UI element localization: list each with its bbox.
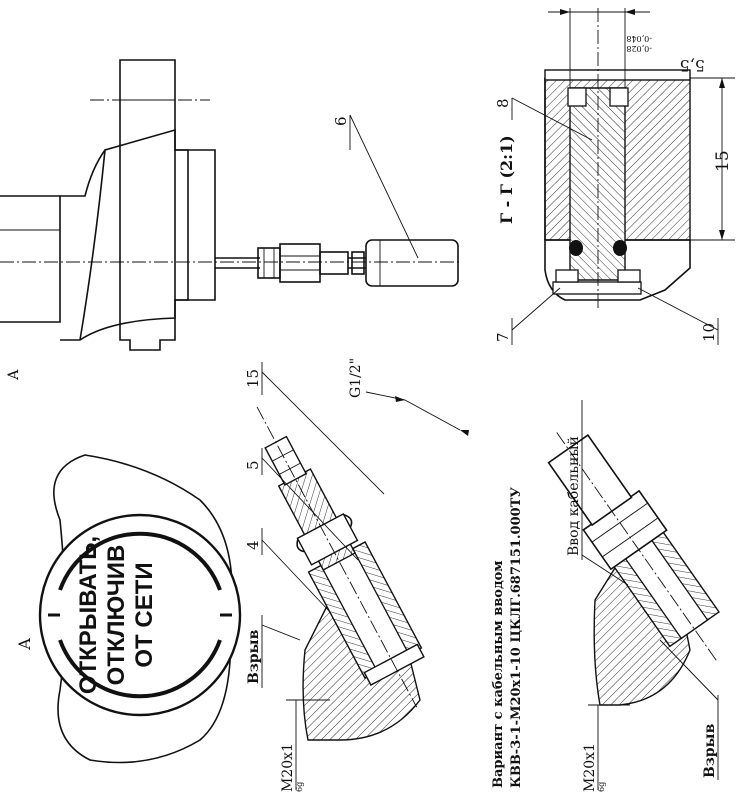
warning-plate-text: ОТКРЫВАТЬ, ОТКЛЮЧИВ ОТ СЕТИ	[75, 536, 158, 694]
thread-g12-label: G1/2"	[348, 358, 364, 398]
plate-line-1: ОТКРЫВАТЬ,	[75, 536, 102, 694]
variant-line-2: КВВ-3-1-М20х1-10 ЦКЛГ.687151.000ТУ	[509, 487, 524, 788]
variant-line-1: Вариант с кабельным вводом	[491, 560, 506, 788]
variant-caption: Вариант с кабельным вводом КВВ-3-1-М20х1…	[491, 487, 524, 788]
callout-15-text: 15	[244, 369, 262, 388]
thread-m20-bottom-tol: 6g	[597, 782, 606, 792]
fitting-section	[256, 406, 425, 741]
vzryv-top-label: Взрыв	[246, 629, 262, 684]
callout-5-text: 5	[244, 460, 262, 470]
housing-view	[0, 59, 460, 351]
callout-8: 8	[494, 97, 593, 141]
callout-8-text: 8	[494, 98, 512, 108]
thread-m20-top: M20x1	[280, 743, 296, 792]
callout-6-text: 6	[332, 116, 350, 126]
dim-15: 15	[713, 150, 733, 172]
g12-dimension: G1/2"	[348, 358, 469, 436]
cable-entry-variant	[547, 432, 720, 706]
dim-5-5: 5,5	[680, 56, 705, 75]
plate-line-3: ОТ СЕТИ	[131, 562, 158, 667]
dim-tol-lower: -0,048	[626, 34, 652, 43]
section-dimensions: 15 5,5 -0,028 -0,048	[548, 8, 735, 241]
section-title: Г - Г (2:1)	[497, 135, 516, 224]
vzryv-bottom: Взрыв	[659, 639, 719, 780]
m20-top: M20x1 6g	[280, 699, 330, 792]
callout-5: 5	[244, 448, 359, 561]
cable-entry-label: Ввод кабельный	[566, 436, 582, 556]
callout-10: 10	[637, 287, 719, 345]
callout-15: 15	[244, 362, 385, 495]
view-a-label: А	[15, 638, 34, 650]
section-g-g: Г - Г (2:1)	[497, 8, 691, 310]
thread-m20-top-tol: 6g	[295, 782, 304, 792]
callout-10-text: 10	[700, 323, 718, 342]
vzryv-top: Взрыв	[246, 615, 301, 688]
callout-4-text: 4	[244, 540, 262, 550]
vzryv-bottom-label: Взрыв	[702, 723, 718, 778]
callout-7-text: 7	[494, 332, 512, 342]
thread-m20-bottom: M20x1	[582, 743, 598, 792]
dim-tol-upper: -0,028	[626, 44, 652, 53]
view-a-side-label: А	[6, 369, 22, 380]
callout-7: 7	[494, 287, 561, 345]
plate-line-2: ОТКЛЮЧИВ	[103, 545, 130, 686]
cable-entry-callout: Ввод кабельный	[566, 400, 629, 586]
callout-6: 6	[332, 114, 419, 259]
view-a: А А	[6, 369, 242, 764]
callout-4: 4	[244, 528, 331, 613]
m20-bottom: M20x1 6g	[582, 704, 630, 792]
